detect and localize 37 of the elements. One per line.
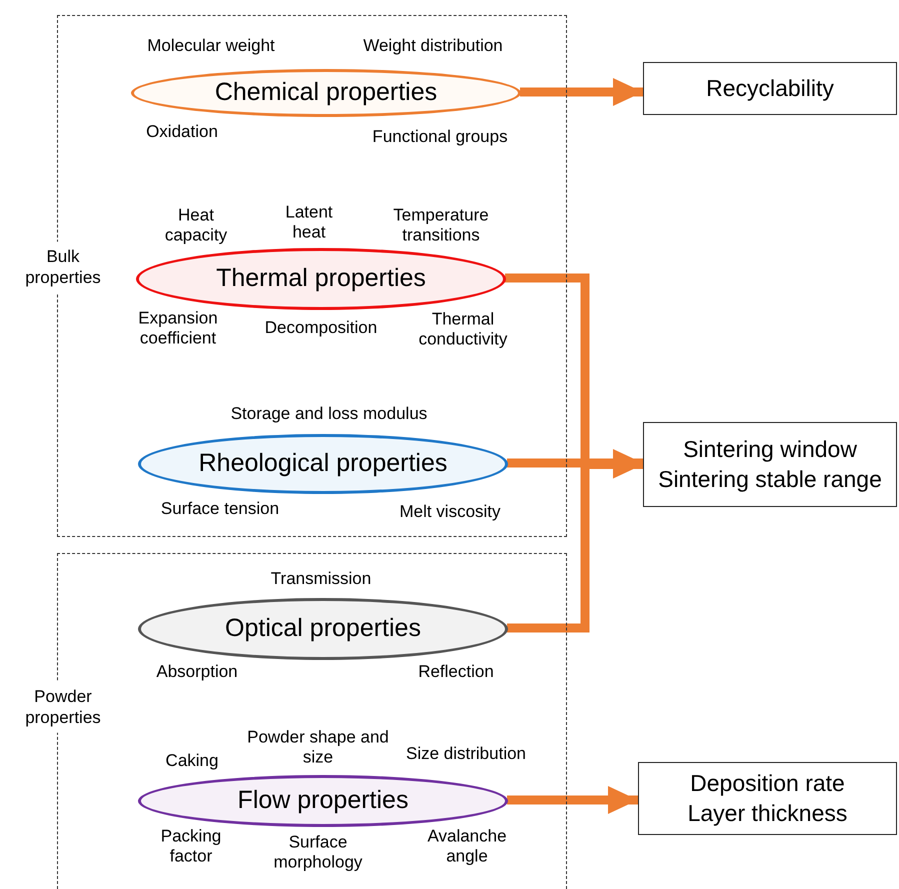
property-label: Caking — [166, 750, 218, 772]
property-title: Chemical properties — [214, 77, 438, 108]
outcome-text: Sintering window — [683, 434, 857, 464]
property-label: Avalanche angle — [426, 826, 508, 868]
property-label: Surface morphology — [272, 832, 364, 874]
property-label: Weight distribution — [363, 36, 503, 56]
outcome-box — [643, 62, 897, 115]
property-label: Temperature transitions — [392, 206, 490, 246]
property-label: Decomposition — [264, 318, 378, 338]
property-label: Latent heat — [284, 202, 334, 244]
property-label: Melt viscosity — [399, 502, 501, 522]
property-label: Heat capacity — [164, 206, 228, 246]
property-label: Functional groups — [372, 126, 508, 148]
property-label: Surface tension — [160, 498, 280, 520]
property-label: Reflection — [418, 662, 494, 682]
property-label: Molecular weight — [147, 36, 275, 56]
property-title: Flow properties — [238, 785, 408, 816]
property-title: Optical properties — [225, 613, 421, 644]
outcome-text: Deposition rate — [690, 768, 845, 798]
outcome-text: Layer thickness — [688, 798, 848, 828]
property-label: Storage and loss modulus — [230, 404, 428, 424]
outcome-box — [643, 422, 897, 507]
property-label: Expansion coefficient — [137, 308, 219, 350]
property-label: Transmission — [270, 568, 372, 590]
property-label: Size distribution — [406, 744, 526, 764]
outcome-text: Sintering stable range — [658, 464, 882, 494]
arrow — [520, 78, 643, 106]
property-title: Rheological properties — [198, 448, 448, 480]
property-label: Powder shape and size — [246, 728, 390, 768]
property-label: Absorption — [156, 662, 238, 682]
property-title: Thermal properties — [216, 263, 426, 294]
outcome-text: Recyclability — [706, 74, 834, 103]
property-label: Packing factor — [160, 826, 222, 868]
arrow — [507, 786, 638, 814]
outcome-box — [638, 762, 897, 835]
property-label: Thermal conductivity — [418, 310, 508, 350]
property-label: Oxidation — [146, 122, 218, 142]
